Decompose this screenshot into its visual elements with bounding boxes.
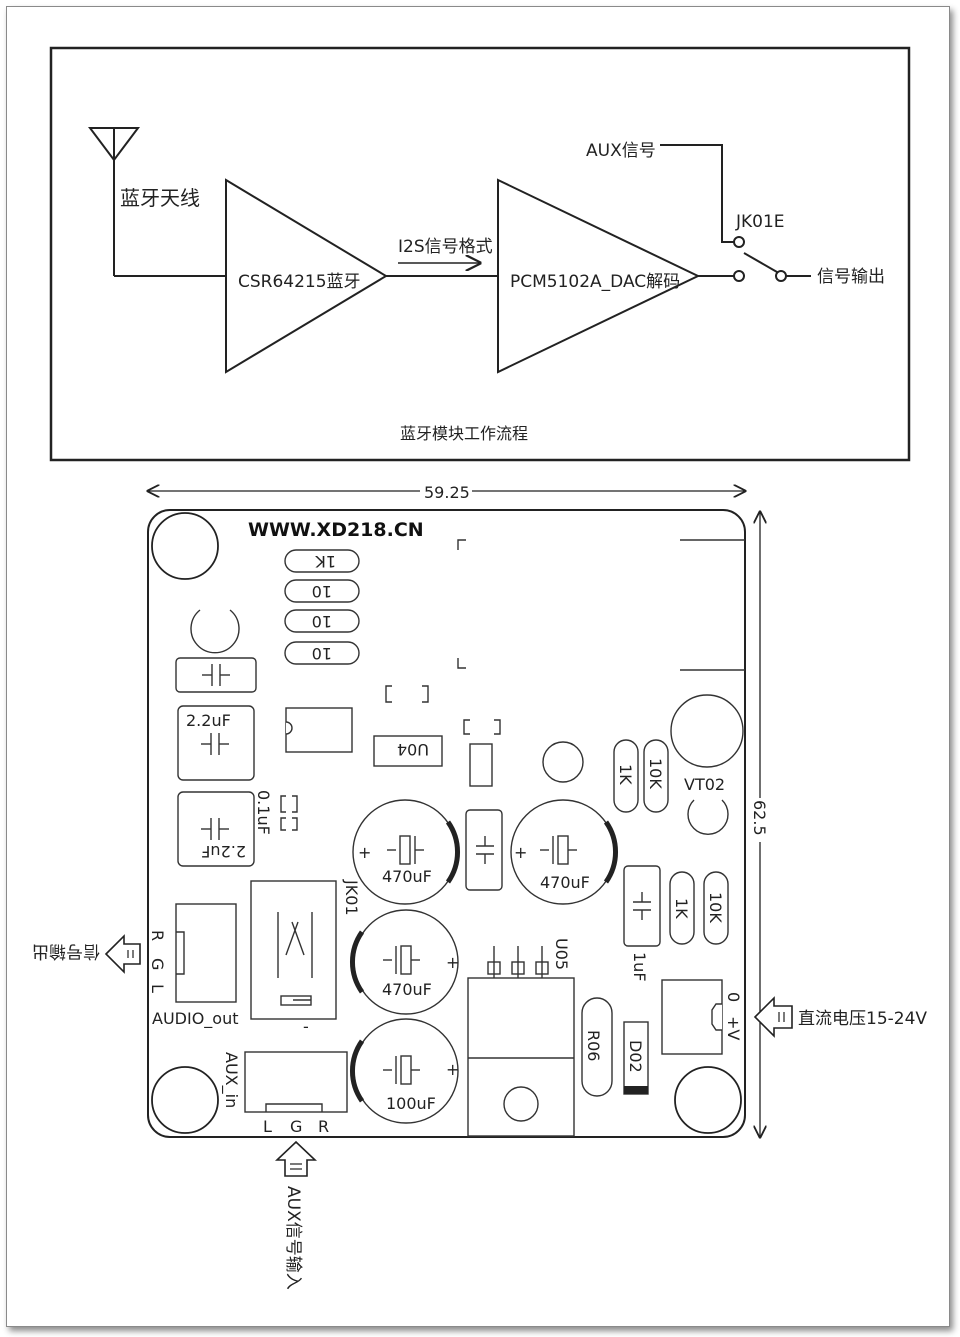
mount-hole-bl [151,1066,219,1134]
cap-470-a-label: 470uF [382,867,432,886]
aux-pin-r: R [318,1117,329,1136]
cap-2u2-b-box [177,791,255,867]
width-dimension: 59.25 [424,483,470,502]
antenna-icon [88,127,140,276]
dc-in-label: 直流电压15-24V [798,1009,927,1029]
aux-pin-l: L [263,1117,272,1136]
jk01-outline [250,880,337,1020]
signal-out-label: 信号输出 [32,941,100,961]
cap-symbol-icon [476,836,494,864]
aux-in-connector [244,1051,348,1113]
cap-1uf-label: 1uF [630,952,649,982]
res-1k-a-label: 1K [616,764,635,785]
aux-in-label: AUX_in [221,1052,241,1108]
cap-2u2-b-label: 2.2uF [201,842,246,861]
antenna-label: 蓝牙天线 [120,186,200,210]
u05-label: U05 [552,938,571,970]
svg-text:+: + [514,843,527,862]
cap-470-a: + 470uF [352,799,460,905]
switch-symbol-icon [277,912,313,1006]
res-10k-b-label: 10K [706,892,725,923]
jk01-minus: - [303,1017,309,1036]
power-plus-label: +V [724,1016,743,1040]
vt02-body [687,799,729,835]
res-1k-b-label: 1K [672,898,691,919]
flow-diagram: 蓝牙天线 CSR64215蓝牙 I2S信号格式 PCM5102A_DAC解码 A… [49,46,911,462]
mount-hole-br [674,1066,742,1134]
cap-symbol-icon [633,892,651,920]
cap-470-c-label: 470uF [382,980,432,999]
resistor-stack: 1K 10 10 10 [284,549,360,665]
transistor-outline-left [190,609,240,654]
dac-label: PCM5102A_DAC解码 [510,272,680,292]
resistor-1k-top: 1K [315,552,336,571]
res-10k-b-outline [703,871,729,945]
cap-100: + 100uF [350,1018,459,1124]
audio-pin-l: L [148,984,167,993]
test-point-circle [542,741,584,783]
res-1k-b-outline [669,871,695,945]
cap-box-top [175,657,257,693]
mount-hole-tl [151,512,219,580]
website-label: WWW.XD218.CN [248,519,424,541]
flow-caption: 蓝牙模块工作流程 [400,424,528,443]
aux-input-arrow-icon [274,1140,318,1177]
cap-symbol-icon [201,733,229,755]
cap-2u2-a-label: 2.2uF [186,711,231,730]
u05-regulator: U05 [467,938,575,1137]
cap-470-b: + 470uF [510,799,618,905]
cap-470-c: + 470uF [350,909,459,1015]
switch-icon [743,252,778,273]
cap-0u1-label: 0.1uF [254,790,273,835]
cap-0u1-outline [280,795,298,813]
vt02-label: VT02 [684,775,725,794]
i2s-label: I2S信号格式 [398,237,493,257]
power-zero-label: 0 [724,992,743,1002]
audio-pin-g: G [148,958,167,970]
dc-in-arrow-icon [753,996,793,1038]
signal-out-arrow-icon [104,934,141,974]
svg-text:+: + [446,1060,459,1079]
aux-label: AUX信号 [586,141,656,161]
aux-input-label: AUX信号输入 [283,1186,303,1290]
res-1k-a-outline [613,739,639,813]
res-10k-a-label: 10K [646,758,665,789]
switch-label: JK01E [735,212,785,232]
cap-2u2-a-box [177,705,255,781]
pcb-layout: 59.25 62.5 WWW.XD218.CN 1K 10 10 10 [148,481,770,1137]
resistor-10-c: 10 [312,644,332,663]
flow-box [49,46,911,462]
audio-out-label: AUDIO_out [152,1009,239,1029]
u04-label: U04 [397,740,429,759]
csr-amplifier [225,178,388,374]
cap-symbol-icon [201,818,229,840]
svg-text:+: + [358,843,371,862]
resistor-10-b: 10 [312,612,332,631]
jk01-label: JK01 [342,879,361,916]
transistor-vt02-outline [670,694,744,768]
cap-100-label: 100uF [386,1094,436,1113]
dac-amplifier [497,178,701,374]
svg-text:+: + [446,953,459,972]
r06-label: R06 [584,1030,603,1061]
cap-symbol-icon [202,664,230,686]
audio-out-connector [175,903,237,1003]
d02-label: D02 [626,1040,645,1073]
height-dimension: 62.5 [750,800,769,836]
u04-outline [373,735,443,767]
aux-pin-g: G [290,1117,302,1136]
cap-1uf-box [623,865,661,947]
resistor-10-a: 10 [312,582,332,601]
cap-box-center [465,809,503,891]
res-10k-a-outline [643,739,669,813]
cap-470-b-label: 470uF [540,873,590,892]
csr-label: CSR64215蓝牙 [238,272,361,292]
audio-pin-r: R [148,930,167,941]
res-r06-outline [581,997,613,1097]
output-label: 信号输出 [817,267,885,287]
